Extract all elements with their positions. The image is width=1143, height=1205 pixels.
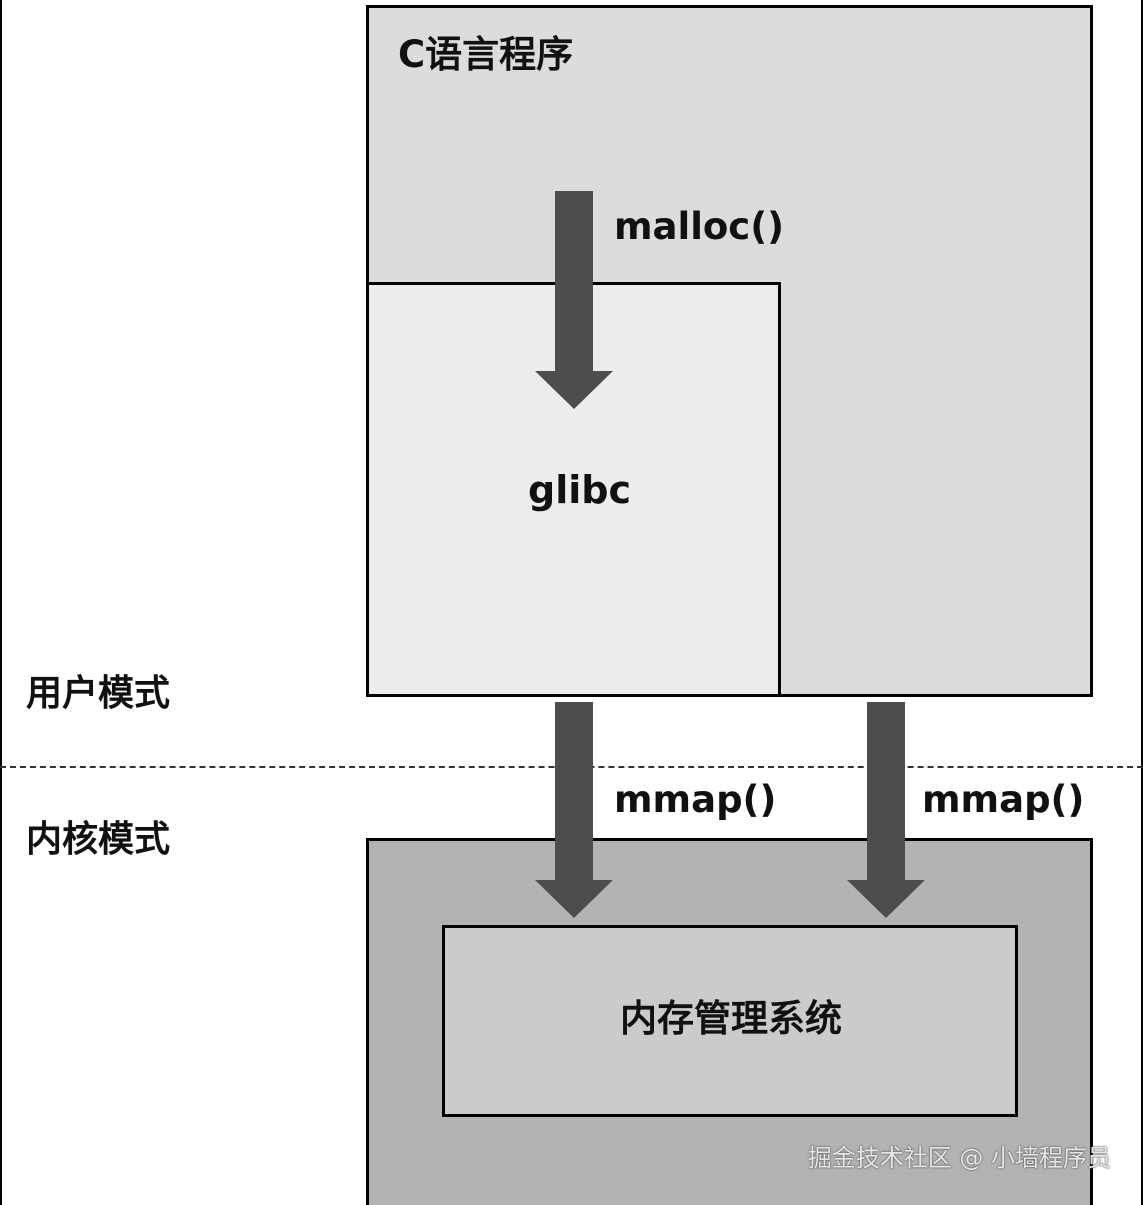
memory-management-label: 内存管理系统 — [620, 997, 842, 1040]
mmap-arrow-right — [847, 702, 925, 918]
right-frame-line — [1141, 0, 1143, 1205]
kernel-mode-label: 内核模式 — [26, 819, 171, 860]
mmap-arrow-left — [535, 702, 613, 918]
memory-management-box — [442, 925, 1018, 1117]
mmap-label-left: mmap() — [614, 778, 777, 821]
watermark: 掘金技术社区 @ 小墙程序员 — [807, 1144, 1111, 1172]
c-program-title: C语言程序 — [398, 33, 574, 76]
left-frame-line — [0, 0, 2, 1205]
user-mode-label: 用户模式 — [26, 673, 171, 714]
malloc-label: malloc() — [614, 205, 785, 248]
mmap-label-right: mmap() — [922, 778, 1085, 821]
glibc-label: glibc — [528, 468, 631, 512]
malloc-arrow — [535, 191, 613, 409]
